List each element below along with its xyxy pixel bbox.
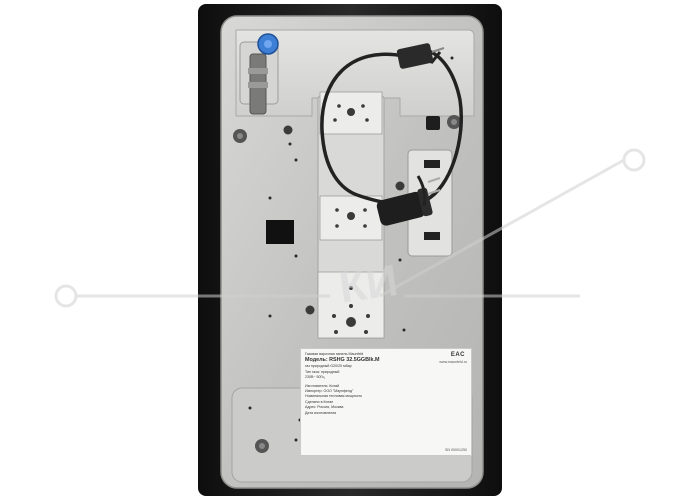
svg-text:КИ: КИ xyxy=(336,256,401,313)
eac-mark: EAC xyxy=(450,352,465,358)
gas-fitting-icon xyxy=(239,33,279,115)
label-line-7: Сделано в Китае xyxy=(305,399,334,404)
socket-slot-bottom xyxy=(424,232,440,240)
schuko-plug-icon xyxy=(376,175,441,226)
square-hole-left xyxy=(266,220,294,244)
cable-clip-pin xyxy=(431,47,445,53)
spec-label: EAC Газовая варочная панель Maunfeld Мод… xyxy=(300,348,472,456)
watermark-logo-icon: КИ xyxy=(54,148,646,313)
label-line-8: Адрес: Россия, Москва xyxy=(305,405,344,410)
small-holes xyxy=(248,56,454,442)
label-line-0: Газовая варочная панель Maunfeld xyxy=(305,352,364,356)
socket-slot-top xyxy=(424,160,440,168)
square-hole-right xyxy=(426,116,440,130)
cable-clip xyxy=(396,43,434,69)
label-model: Модель: RSHG 32.5GGBlk.M xyxy=(305,357,380,364)
label-brand: www.maunfeld.ru xyxy=(439,360,467,364)
burner-holes xyxy=(332,104,370,334)
label-line-6: Номинальная тепловая мощность xyxy=(305,394,363,399)
label-line-4: Изготовитель: Китай xyxy=(305,383,340,388)
label-line-9: Дата изготовления xyxy=(305,410,337,415)
label-line-5: Импортер: ООО "Маунфелд" xyxy=(305,389,354,394)
label-line-1: газ природный G20/20 мбар xyxy=(305,364,352,369)
label-line-2: Тип газа: природный xyxy=(305,369,340,374)
label-sn: SN 00001250 xyxy=(445,448,467,452)
label-line-3: 230В~ 50Гц xyxy=(305,375,325,380)
